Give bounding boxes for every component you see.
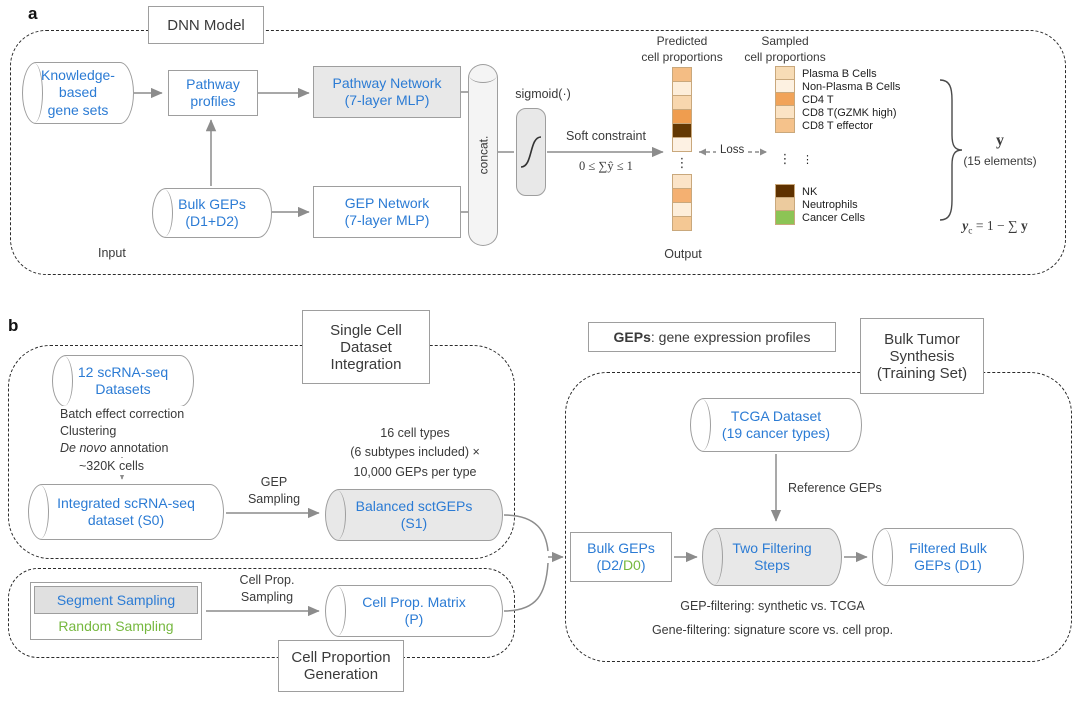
pathway-profiles-box: Pathway profiles: [168, 70, 258, 116]
cell-type-label: Neutrophils: [802, 199, 858, 211]
sampled-proportions-column: Plasma B Cells Non-Plasma B Cells CD4 T …: [775, 66, 901, 225]
dnn-model-title: DNN Model: [148, 6, 264, 44]
knowledge-gene-sets-cylinder: Knowledge- based gene sets: [22, 62, 134, 124]
cell-prop-sampling-label: Cell Prop. Sampling: [239, 573, 295, 604]
two-filtering-steps-cylinder: Two Filtering Steps: [702, 528, 842, 586]
predicted-header: Predicted cell proportions: [641, 34, 723, 65]
cell-proportion-generation-title: Cell Proportion Generation: [278, 640, 404, 692]
bulk-geps-line: Bulk GEPs: [587, 539, 655, 556]
cell-count-label: ~320K cells: [76, 458, 147, 475]
cell-type-label: CD8 T effector: [802, 120, 873, 132]
single-cell-integration-boundary: [8, 345, 515, 559]
geps-definition: : gene expression profiles: [650, 329, 811, 345]
balanced-sctgeps-cylinder: Balanced sctGEPs (S1): [325, 489, 503, 541]
tcga-dataset-cylinder: TCGA Dataset (19 cancer types): [690, 398, 862, 452]
concat-cylinder: concat.: [468, 64, 498, 246]
cell-type-label: Plasma B Cells: [802, 68, 877, 80]
reference-geps-label: Reference GEPs: [788, 481, 882, 495]
soft-constraint-equation: 0 ≤ ∑ŷ ≤ 1: [579, 159, 633, 173]
loss-label: Loss: [716, 144, 749, 156]
preprocess-steps-label: Batch effect correction Clustering De no…: [60, 406, 189, 457]
cell-types-note: 16 cell types (6 subtypes included) × 10…: [350, 426, 480, 479]
sampled-row: CD8 T(GZMK high): [775, 105, 900, 120]
heatmap-cell: [672, 202, 692, 217]
paren-close: ): [640, 557, 646, 573]
bulk-geps-cylinder: Bulk GEPs (D1+D2): [152, 188, 272, 238]
heatmap-cell: [672, 188, 692, 203]
y-vector-symbol: y: [996, 132, 1004, 149]
step-batch-correction: Batch effect correction: [60, 407, 185, 421]
filtered-bulk-geps-cylinder: Filtered Bulk GEPs (D1): [872, 528, 1024, 586]
heatmap-cell: [672, 109, 692, 124]
heatmap-cell: [672, 137, 692, 152]
cell-type-label: Cancer Cells: [802, 212, 865, 224]
pathway-network-box: Pathway Network (7-layer MLP): [313, 66, 461, 118]
sampled-header: Sampled cell proportions: [744, 34, 826, 65]
ellipsis: ⋮: [778, 150, 792, 166]
d2-label: (D2/: [596, 557, 623, 573]
geps-term: GEPs: [613, 329, 651, 345]
heatmap-cell: [672, 123, 692, 138]
panel-a-label: a: [28, 4, 38, 23]
sampled-row: CD8 T effector: [775, 118, 900, 133]
gep-network-box: GEP Network (7-layer MLP): [313, 186, 461, 238]
cell-type-label: CD8 T(GZMK high): [802, 107, 897, 119]
sampled-row: Non-Plasma B Cells: [775, 79, 901, 94]
heatmap-cell: [672, 174, 692, 189]
cell-type-label: Non-Plasma B Cells: [802, 81, 901, 93]
random-sampling-option: Random Sampling: [58, 618, 174, 634]
sampling-options-box: Segment Sampling Random Sampling: [30, 582, 202, 640]
sampled-row: ⋮ ⋮: [775, 132, 900, 186]
panel-a-boundary: [10, 30, 1066, 275]
yc-y2: y: [1020, 218, 1028, 233]
d0-label: D0: [622, 557, 641, 573]
y-vector-note: (15 elements): [963, 154, 1037, 168]
output-label: Output: [664, 247, 702, 261]
bulk-geps-d2d0-box: Bulk GEPs (D2/D0): [570, 532, 672, 582]
gene-filtering-note: Gene-filtering: signature score vs. cell…: [651, 623, 894, 637]
cell-prop-matrix-cylinder: Cell Prop. Matrix (P): [325, 585, 503, 637]
sampled-row: Plasma B Cells: [775, 66, 900, 81]
bulk-tumor-synthesis-title: Bulk Tumor Synthesis (Training Set): [860, 318, 984, 394]
gep-filtering-note: GEP-filtering: synthetic vs. TCGA: [680, 599, 865, 613]
cell-type-label: NK: [802, 186, 818, 198]
sampled-row: CD4 T: [775, 92, 900, 107]
bulk-tumor-synthesis-boundary: [565, 372, 1072, 662]
panel-b-label: b: [8, 316, 19, 335]
scrna-datasets-cylinder: 12 scRNA-seq Datasets: [52, 355, 194, 407]
segment-sampling-option: Segment Sampling: [34, 586, 198, 614]
heatmap-cell: [672, 67, 692, 82]
step-clustering: Clustering: [60, 423, 117, 438]
concat-label: concat.: [476, 135, 491, 175]
input-label: Input: [98, 246, 126, 260]
yc-symbol: y: [962, 218, 969, 233]
single-cell-integration-title: Single Cell Dataset Integration: [302, 310, 430, 384]
heatmap-cell: [672, 95, 692, 110]
step-de-novo-annotation: De novo annotation: [60, 440, 169, 455]
ellipsis: ⋮: [675, 155, 689, 170]
sampled-row: Cancer Cells: [775, 210, 900, 225]
sampled-row: NK: [775, 184, 900, 199]
soft-constraint-label: Soft constraint: [566, 129, 646, 143]
heatmap-cell: [775, 210, 795, 225]
sigmoid-label: sigmoid(·): [515, 87, 571, 101]
ellipsis: ⋮: [802, 153, 813, 166]
sigmoid-activation-box: [516, 108, 546, 196]
yc-equation: yc = 1 − ∑ y: [920, 218, 1070, 237]
cell-proportion-generation-boundary: [8, 568, 515, 658]
heatmap-cell: [672, 81, 692, 96]
yc-rest: = 1 − ∑: [972, 218, 1021, 233]
geps-definition-box: GEPs: gene expression profiles: [588, 322, 836, 352]
predicted-proportions-column: ⋮: [672, 67, 692, 231]
integrated-dataset-cylinder: Integrated scRNA-seq dataset (S0): [28, 484, 224, 540]
gep-sampling-label: GEP Sampling: [247, 475, 301, 506]
heatmap-cell: [672, 216, 692, 231]
yc-subscript: c: [968, 226, 973, 237]
sigmoid-curve-icon: [520, 136, 542, 168]
heatmap-cell: [775, 118, 795, 133]
cell-type-label: CD4 T: [802, 94, 834, 106]
